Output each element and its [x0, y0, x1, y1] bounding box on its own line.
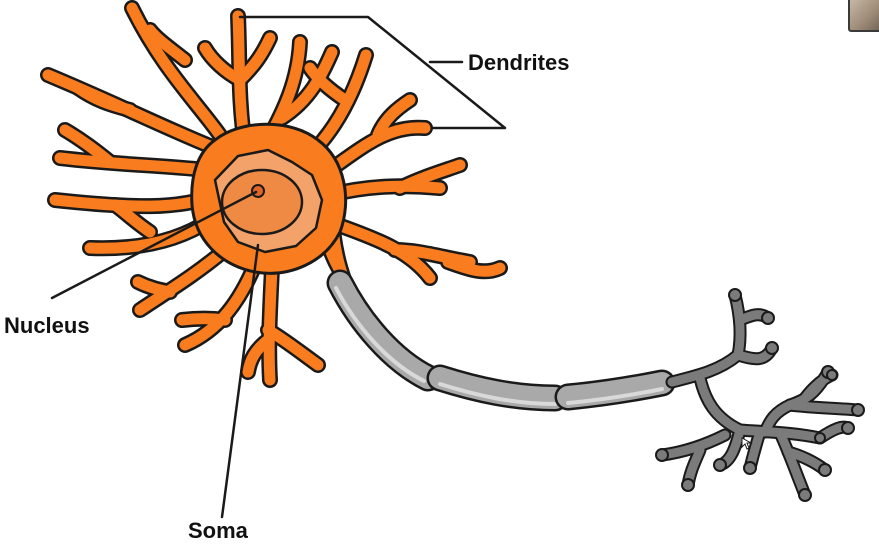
myelin-segment — [326, 269, 442, 392]
nucleus-label: Nucleus — [4, 313, 90, 338]
soma-leader-line — [220, 243, 260, 519]
myelin-segment — [426, 364, 569, 412]
webcam-thumbnail — [848, 0, 879, 32]
myelin-segment — [554, 369, 676, 411]
nucleus — [220, 168, 304, 236]
nucleolus — [251, 184, 265, 198]
soma-label: Soma — [188, 518, 248, 543]
axon-terminal — [655, 288, 865, 502]
dendrites-label: Dendrites — [468, 50, 570, 75]
dendrites-leader-line — [238, 15, 507, 130]
cursor-icon — [741, 437, 753, 450]
myelin-sheath — [326, 269, 676, 412]
nucleus-leader-line — [50, 190, 258, 300]
leader-lines — [50, 15, 507, 519]
